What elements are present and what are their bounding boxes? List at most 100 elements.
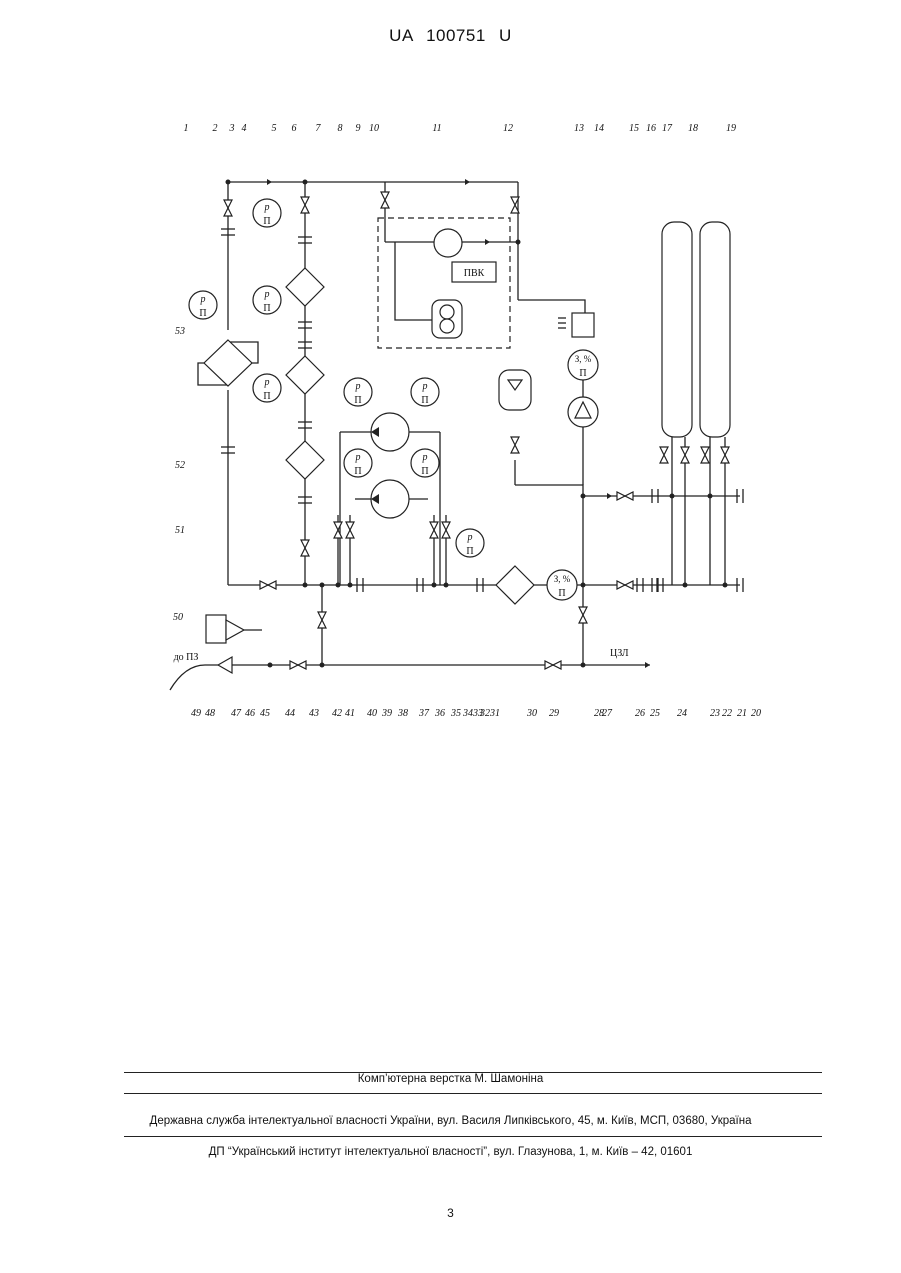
gauge-label-pi: П [466, 546, 473, 557]
top-callout-label: 3 [229, 123, 235, 134]
valve-symbol [617, 492, 633, 500]
bottom-callout-label: 32 [479, 708, 490, 719]
bottom-callout-label: 26 [635, 708, 645, 719]
heat-filter-53 [204, 340, 252, 386]
junction-dot [723, 583, 728, 588]
footer-institute: ДП “Український інститут інтелектуальної… [0, 1146, 901, 1158]
pipe-to-pz [170, 665, 218, 690]
valve-symbol [301, 540, 309, 556]
junction-dot [444, 583, 449, 588]
analyzer-label-top: З, % [554, 574, 571, 584]
top-callout-label: 17 [662, 123, 673, 134]
top-callout-label: 15 [629, 123, 639, 134]
heat-exchanger [434, 229, 462, 257]
footer-agency: Державна служба інтелектуальної власност… [0, 1115, 901, 1127]
gauge-label-pi: П [263, 216, 270, 227]
side-callout-label: 51 [175, 525, 185, 536]
bottom-callout-label: 48 [205, 708, 215, 719]
bottom-callout-label: 39 [381, 708, 392, 719]
valve-symbol [318, 612, 326, 628]
junction-dot [320, 583, 325, 588]
flow-arrow [607, 493, 612, 499]
gauge-label-p: p [422, 452, 428, 463]
bottom-callout-label: 49 [191, 708, 201, 719]
junction-dot [670, 494, 675, 499]
top-callout-label: 11 [432, 123, 441, 134]
valve-symbol [660, 447, 668, 463]
bottom-callout-label: 22 [722, 708, 732, 719]
bottom-callout-label: 38 [397, 708, 408, 719]
junction-dot [226, 180, 231, 185]
footer-typesetting: Комп’ютерна верстка М. Шамоніна [0, 1073, 901, 1085]
gauge-label-p: p [264, 202, 270, 213]
flow-arrow [645, 662, 650, 668]
bottom-callout-label: 21 [737, 708, 747, 719]
junction-dot [708, 494, 713, 499]
valve-symbol [579, 607, 587, 623]
bottom-callout-label: 30 [526, 708, 537, 719]
bottom-callout-label: 27 [602, 708, 613, 719]
top-callout-label: 9 [356, 123, 361, 134]
junction-dot [581, 583, 586, 588]
valve-symbol [511, 437, 519, 453]
side-callout-label: 50 [173, 612, 183, 623]
sensor-box-15 [572, 313, 594, 337]
top-callout-label: 13 [574, 123, 584, 134]
sample-cone [226, 620, 244, 640]
valve-symbol [617, 581, 633, 589]
gauge-label-p: p [264, 377, 270, 388]
junction-dot [581, 494, 586, 499]
bottom-callout-label: 36 [434, 708, 445, 719]
gauge-label-pi: П [421, 466, 428, 477]
junction-dot [348, 583, 353, 588]
footer-rule-3 [124, 1136, 822, 1137]
valve-symbol [681, 447, 689, 463]
bottom-callout-label: 46 [245, 708, 255, 719]
valve-symbol [442, 522, 450, 538]
junction-dot [516, 240, 521, 245]
top-callout-label: 7 [316, 123, 322, 134]
flow-arrow [485, 239, 490, 245]
bottom-callout-label: 42 [332, 708, 342, 719]
top-callout-label: 18 [688, 123, 698, 134]
filter-symbol [286, 441, 324, 479]
valve-symbol [346, 522, 354, 538]
top-callout-label: 5 [272, 123, 277, 134]
analyzer-label-bottom: П [579, 368, 586, 379]
bottom-callout-label: 31 [489, 708, 500, 719]
bottom-callout-label: 25 [650, 708, 660, 719]
top-callout-label: 19 [726, 123, 736, 134]
bottom-callout-label: 43 [309, 708, 319, 719]
top-callout-label: 10 [369, 123, 379, 134]
gauge-label-p: p [422, 381, 428, 392]
top-callout-label: 14 [594, 123, 604, 134]
hydraulic-schematic-diagram: pПpПpПpПpПpПpПpПpПЗ, %ПЗ, %ППВКдо ПЗЦЗЛ1… [0, 0, 901, 760]
pipe-line [518, 300, 585, 313]
meter-gear [440, 319, 454, 333]
flow-arrow [267, 179, 272, 185]
bottom-callout-label: 37 [418, 708, 430, 719]
valve-symbol [381, 192, 389, 208]
top-callout-label: 8 [338, 123, 343, 134]
junction-dot [581, 663, 586, 668]
label-to-pz: до ПЗ [174, 652, 199, 663]
bottom-callout-label: 24 [677, 708, 687, 719]
bottom-callout-label: 40 [367, 708, 377, 719]
top-callout-label: 6 [292, 123, 297, 134]
side-callout-label: 52 [175, 460, 185, 471]
analyzer-label-bottom: П [558, 588, 565, 599]
pipe-line [395, 242, 432, 320]
valve-symbol [301, 197, 309, 213]
gas-cylinder-18 [662, 222, 692, 437]
gauge-label-pi: П [263, 391, 270, 402]
bottom-callout-label: 47 [231, 708, 242, 719]
flow-arrow [465, 179, 470, 185]
gas-cylinder-19 [700, 222, 730, 437]
bottom-callout-label: 23 [710, 708, 720, 719]
junction-dot [320, 663, 325, 668]
meter-gear [440, 305, 454, 319]
bottom-callout-label: 41 [345, 708, 355, 719]
valve-symbol [260, 581, 276, 589]
footer-rule-2 [124, 1093, 822, 1094]
valve-symbol [290, 661, 306, 669]
